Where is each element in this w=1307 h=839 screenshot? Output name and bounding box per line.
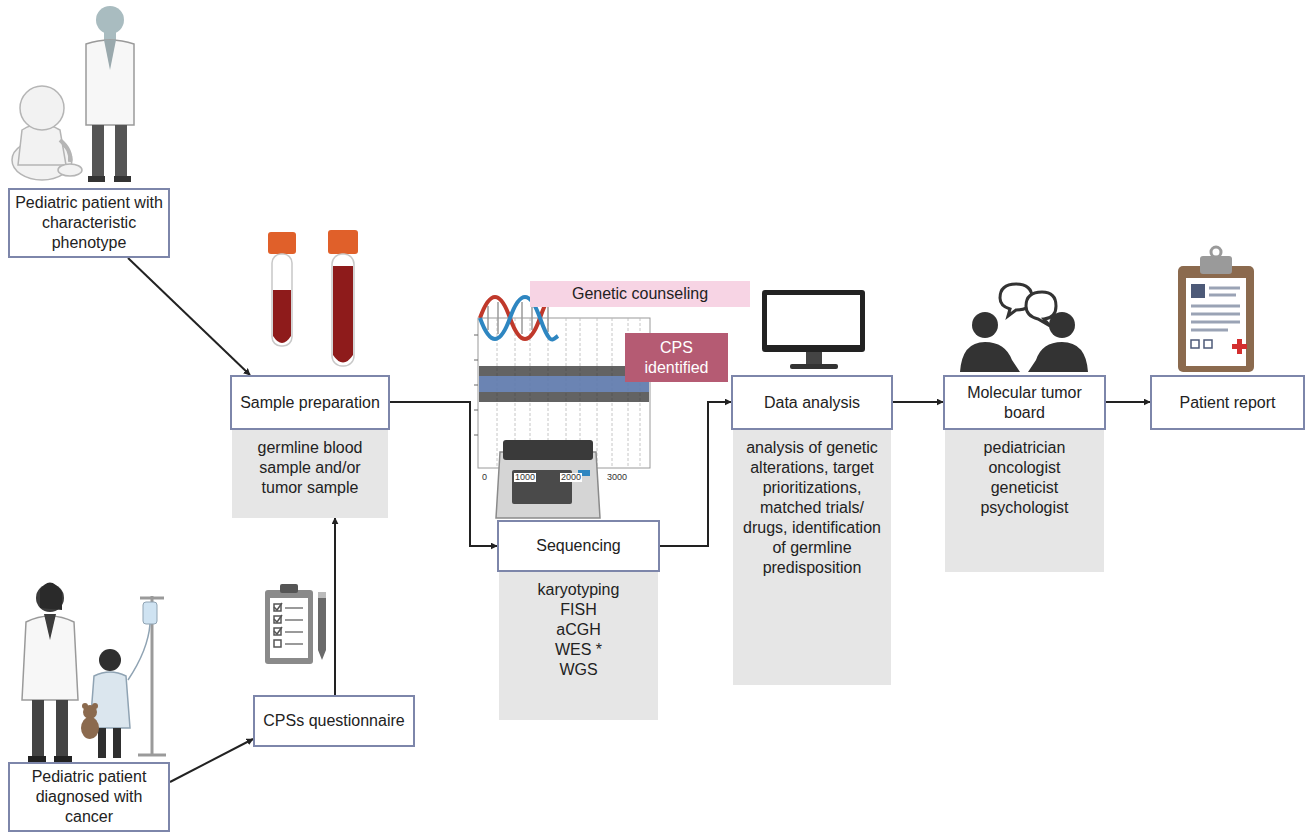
box-frame: Patient report xyxy=(1150,375,1305,430)
axis-tick-label: 0 xyxy=(481,473,488,482)
box-frame: CPSs questionnaire xyxy=(253,695,415,747)
doctor-figure xyxy=(22,582,78,762)
box-description: karyotyping FISH aCGH WES * WGS xyxy=(538,580,620,680)
box-title: Sample preparation xyxy=(240,393,380,413)
questionnaire-clipboard xyxy=(265,584,326,664)
box-title: Genetic counseling xyxy=(572,284,708,304)
axis-tick-label: 3000 xyxy=(606,473,628,482)
process-box: Pediatric patient diagnosed with cancer xyxy=(8,762,170,832)
child-patient xyxy=(81,649,130,758)
box-frame: Pediatric patient with characteristic ph… xyxy=(8,188,170,258)
doctor-figure xyxy=(86,6,134,182)
box-header: Molecular tumor board xyxy=(943,375,1106,430)
box-description: analysis of genetic alterations, target … xyxy=(743,439,881,576)
process-box: Molecular tumor board pediatrician oncolo… xyxy=(943,375,1106,572)
box-frame: CPS identified xyxy=(625,333,728,382)
box-title: Data analysis xyxy=(764,393,860,413)
box-body: germline blood sample and/or tumor sampl… xyxy=(232,430,388,518)
axis-tick-label: 2000 xyxy=(560,473,582,482)
box-body: analysis of genetic alterations, target … xyxy=(733,430,891,685)
computer-monitor xyxy=(762,290,865,369)
box-description: pediatrician oncologist geneticist psych… xyxy=(980,438,1068,518)
flow-arrow xyxy=(128,258,250,375)
axis-tick-label: 1000 xyxy=(514,473,536,482)
box-frame: Pediatric patient diagnosed with cancer xyxy=(8,762,170,832)
box-title: Pediatric patient diagnosed with cancer xyxy=(13,767,165,827)
flow-arrow xyxy=(390,402,497,546)
box-description: germline blood sample and/or tumor sampl… xyxy=(258,439,363,496)
box-header: Sequencing xyxy=(497,520,660,572)
box-header: Data analysis xyxy=(731,375,893,430)
box-title: Pediatric patient with characteristic ph… xyxy=(13,193,165,253)
flow-arrow xyxy=(893,401,943,403)
process-box: Data analysis analysis of genetic alterat… xyxy=(731,375,893,685)
baby-figure xyxy=(12,86,82,180)
box-body: pediatrician oncologist geneticist psych… xyxy=(945,430,1104,572)
flow-arrow xyxy=(334,518,336,695)
process-box: Sequencing karyotyping FISH aCGH WES * WG… xyxy=(497,520,660,720)
process-box: Pediatric patient with characteristic ph… xyxy=(8,188,170,258)
status-band: CPS identified xyxy=(625,333,728,382)
sequencer-machine xyxy=(496,440,600,518)
blood-tubes xyxy=(268,230,358,366)
box-header: Sample preparation xyxy=(230,375,390,430)
process-box: CPSs questionnaire xyxy=(253,695,415,747)
box-title: Patient report xyxy=(1179,393,1275,413)
status-band: Genetic counseling xyxy=(530,281,750,307)
report-clipboard xyxy=(1178,247,1254,372)
box-title: CPSs questionnaire xyxy=(263,711,404,731)
process-box: Sample preparation germline blood sample … xyxy=(230,375,390,518)
box-title: CPS identified xyxy=(628,338,725,378)
box-body: karyotyping FISH aCGH WES * WGS xyxy=(499,572,658,720)
people-talking xyxy=(960,284,1088,372)
box-frame: Genetic counseling xyxy=(530,281,750,307)
flow-arrow xyxy=(660,402,731,546)
flow-arrow xyxy=(170,739,253,782)
iv-stand xyxy=(128,596,166,755)
flow-arrow xyxy=(1106,401,1150,403)
process-box: Patient report xyxy=(1150,375,1305,430)
box-title: Molecular tumor board xyxy=(948,383,1101,423)
copy-number-plot xyxy=(474,318,650,468)
box-title: Sequencing xyxy=(536,536,621,556)
